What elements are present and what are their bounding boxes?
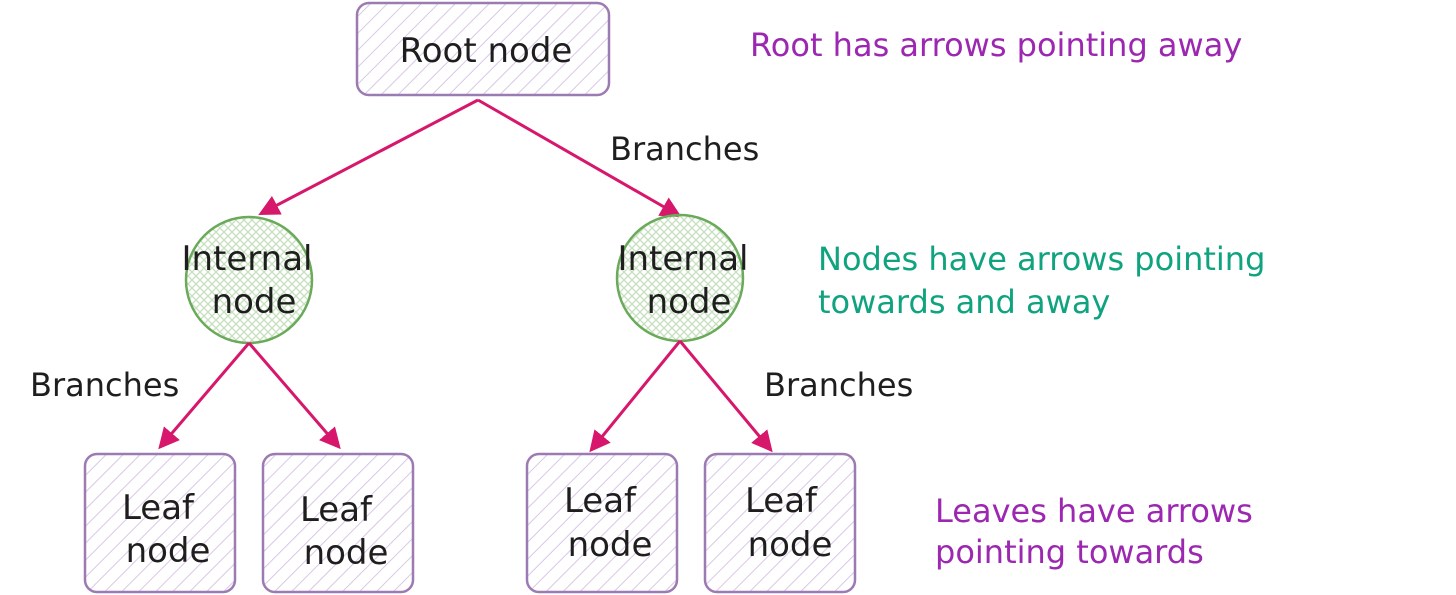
leaf-node-2-line2: node [304,533,389,573]
leaf-node-2: Leaf node [261,452,415,594]
note-nodes-line1: Nodes have arrows pointing [818,240,1265,278]
leaf-node-3-line1: Leaf [564,481,637,521]
leaf-node-4-line1: Leaf [745,481,818,521]
leaf-node-3-line2: node [568,525,653,565]
branch-label-root: Branches [610,130,759,168]
branch-arrow-right-leaf3 [589,340,682,453]
leaf-node-2-line1: Leaf [300,490,373,530]
internal-node-right: Internal node [615,213,749,343]
branch-arrow-root-right [477,98,682,218]
internal-node-right-line2: node [647,282,732,322]
leaf-node-4: Leaf node [703,452,857,594]
branch-arrow-right-leaf4 [678,340,773,453]
leaf-node-1: Leaf node [83,452,237,594]
note-root: Root has arrows pointing away [750,26,1242,64]
leaf-node-3: Leaf node [525,452,679,594]
branch-arrow-root-left [258,98,479,215]
leaf-node-1-line2: node [126,531,211,571]
internal-node-left-line2: node [212,282,297,322]
internal-node-right-line1: Internal [617,239,748,279]
internal-node-left-line1: Internal [181,239,312,279]
note-nodes-line2: towards and away [818,283,1110,321]
leaf-node-1-line1: Leaf [122,488,195,528]
leaf-node-4-line2: node [748,525,833,565]
branch-label-right-subtree: Branches [764,366,913,404]
root-node: Root node [355,1,611,97]
branch-arrow-left-leaf2 [247,342,341,450]
note-leaves-line1: Leaves have arrows [935,492,1253,530]
root-node-label: Root node [400,31,573,71]
branch-arrow-left-leaf1 [158,342,251,450]
note-leaves-line2: pointing towards [935,533,1204,571]
branch-label-left-subtree: Branches [30,366,179,404]
internal-node-left: Internal node [181,215,314,345]
